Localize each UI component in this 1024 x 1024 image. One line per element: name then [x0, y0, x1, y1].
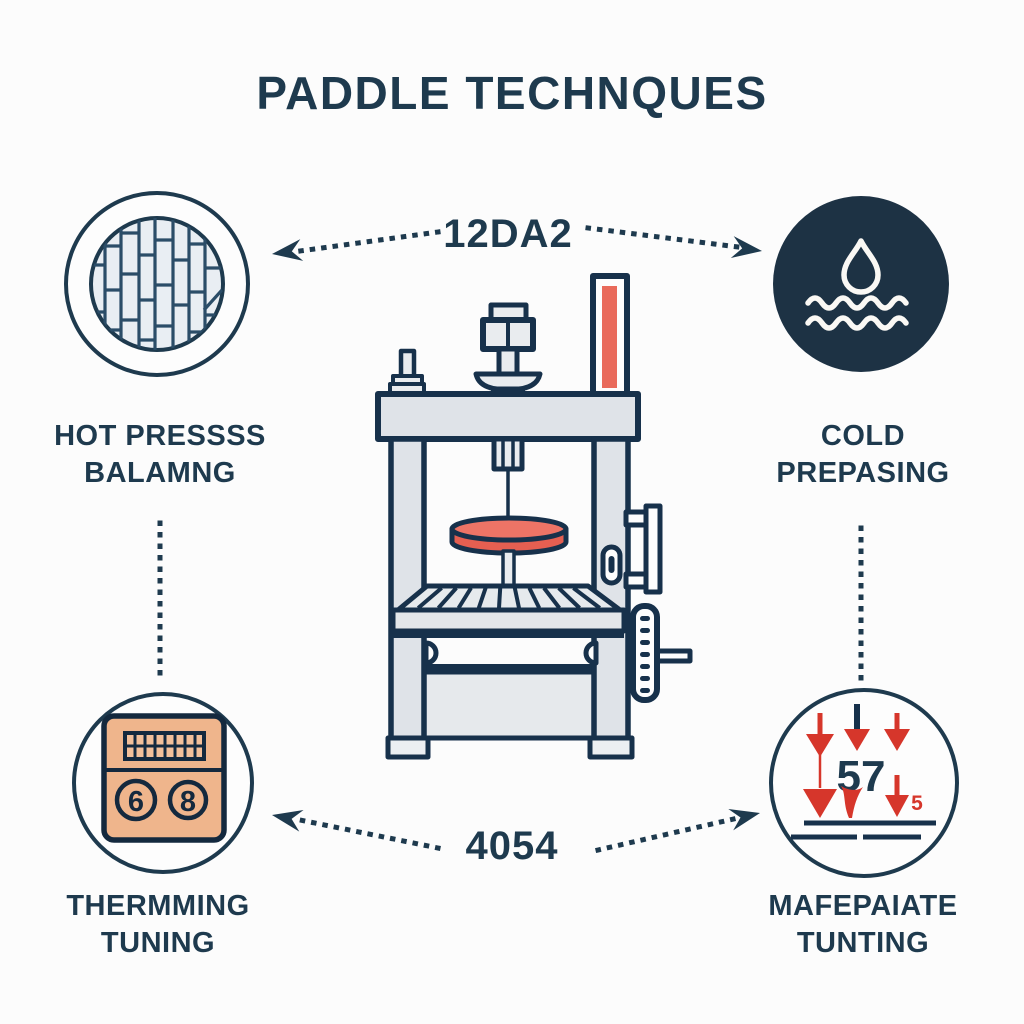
label-hot-press-line2: BALAMNG [84, 457, 236, 489]
arrowhead-top-right [730, 236, 762, 258]
label-cold-prep-line2: PREPASING [776, 457, 950, 489]
dotted-connector-top-left [297, 229, 441, 254]
top-beam [375, 391, 641, 442]
arrowhead-bottom-right [728, 808, 760, 831]
wood-plank-pattern-icon [64, 191, 250, 377]
lower-cabinet [417, 669, 605, 741]
label-therm-tuning-line1: THERMMING [66, 890, 250, 922]
machine-legs [385, 436, 635, 760]
slatted-table [390, 583, 627, 638]
water-drop-glyph [841, 238, 881, 295]
gauge-column [590, 273, 630, 403]
paddle-press-machine [375, 273, 693, 760]
press-ram [491, 436, 525, 524]
slot-latch [600, 544, 623, 586]
label-cold-prep-line1: COLD [820, 420, 906, 452]
bottom-connector-code: 4054 [465, 824, 559, 868]
left-knob [388, 348, 426, 395]
label-hot-press: HOT PRESSSS BALAMNG [0, 418, 320, 492]
notch-left [423, 640, 439, 666]
screw-assembly [473, 302, 543, 399]
dotted-connector-bottom-right [595, 815, 741, 853]
dial-left-value: 6 [128, 786, 144, 818]
label-cold-prep: COLD PREPASING [703, 418, 1023, 492]
label-therm-tuning-line2: TUNING [100, 927, 216, 959]
side-handle [623, 503, 663, 595]
label-therm-tuning: THERMMING TUNING [0, 888, 318, 962]
pressure-arrows-icon: 57 5 [769, 688, 959, 878]
label-material-tuning-line1: MAFEPAIATE [768, 890, 958, 922]
page-title: PADDLE TECHNQUES [256, 67, 768, 119]
arrowhead-top-left [272, 239, 304, 261]
dotted-connector-bottom-left [297, 817, 441, 851]
thermostat-panel-icon: 6 8 [72, 692, 254, 874]
rack-crank [630, 603, 693, 703]
notch-right [583, 640, 599, 666]
dial-right-value: 8 [180, 786, 196, 818]
arrowhead-bottom-left [272, 810, 304, 832]
lower-cross-bar [394, 664, 625, 673]
paddle-disc [449, 515, 569, 589]
top-connector-code: 12DA2 [443, 212, 573, 256]
wave-line-1 [805, 295, 909, 311]
pressure-small-value: 5 [911, 792, 923, 815]
label-hot-press-line1: HOT PRESSSS [54, 420, 266, 452]
label-material-tuning-line2: TUNTING [796, 927, 930, 959]
label-material-tuning: MAFEPAIATE TUNTING [703, 888, 1023, 962]
water-drop-waves-icon [773, 196, 949, 372]
wave-line-2 [805, 315, 909, 331]
dotted-connector-top-right [585, 225, 741, 250]
